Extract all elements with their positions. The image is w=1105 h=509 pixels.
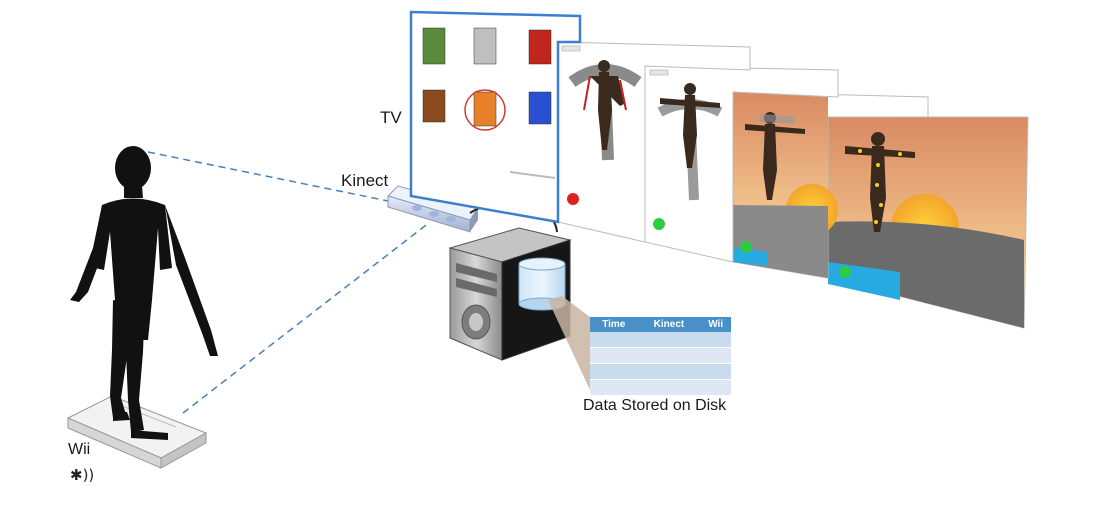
game-screen-2	[557, 41, 751, 243]
kinect-label: Kinect	[341, 171, 389, 190]
data-projection	[548, 296, 590, 390]
table-cell	[700, 363, 731, 380]
lower-sightline	[182, 221, 431, 414]
tv-label: TV	[380, 108, 402, 127]
table-row	[590, 332, 731, 348]
game-screen-5	[827, 116, 1029, 329]
table-cell	[637, 347, 701, 364]
table-row	[590, 379, 731, 396]
connection-lines	[147, 151, 431, 414]
table-cell	[700, 379, 731, 396]
table-cell	[637, 332, 701, 348]
wii-label: Wii	[68, 441, 91, 458]
table-header-time: Time	[590, 317, 638, 332]
table-cell	[590, 363, 638, 380]
table-row	[590, 347, 731, 364]
table-row	[590, 363, 731, 380]
table-header-wii: Wii	[700, 317, 731, 332]
data-table: Time Kinect Wii	[590, 317, 731, 396]
upper-sightline	[147, 151, 399, 204]
table-cell	[700, 347, 731, 364]
table-cell	[700, 332, 731, 348]
person-silhouette	[70, 146, 218, 440]
game-screen-3	[644, 65, 839, 263]
data-stored-label: Data Stored on Disk	[583, 397, 727, 414]
table-cell	[637, 363, 701, 380]
table-cell	[590, 347, 638, 364]
table-cell	[637, 379, 701, 396]
table-cell	[590, 332, 638, 348]
menu-screen	[409, 10, 582, 224]
bluetooth-signal-icon: ✱))	[70, 466, 95, 484]
table-header-kinect: Kinect	[637, 317, 701, 332]
table-cell	[590, 379, 638, 396]
